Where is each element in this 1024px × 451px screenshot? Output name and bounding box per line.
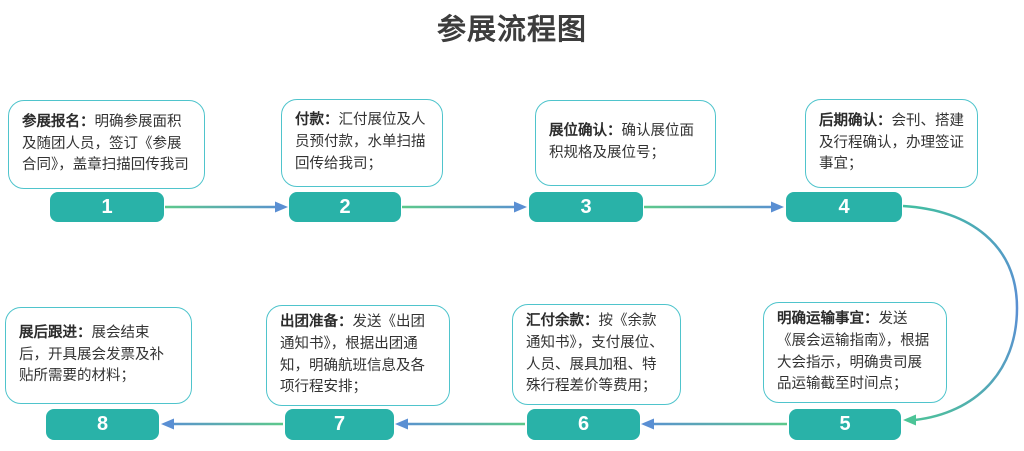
step-number-badge-1: 1 [50,192,164,222]
step-card-6: 汇付余款：按《余款通知书》，支付展位、人员、展具加租、特殊行程差价等费用； [512,304,681,405]
step-number-badge-6: 6 [527,409,640,440]
step-description-2: 汇付展位及人员预付款，水单扫描回传给我司； [295,112,426,172]
step-text-8: 展后跟进：展会结束后，开具展会发票及补贴所需要的材料； [19,323,178,388]
arrow-step5-step6 [641,418,787,430]
step-text-1: 参展报名：明确参展面积及随团人员，签订《参展合同》，盖章扫描回传我司 [22,112,191,177]
step-text-5: 明确运输事宜：发送《展会运输指南》，根据大会指示，明确贵司展品运输截至时间点； [777,309,933,396]
step-label-5: 明确运输事宜： [777,311,879,327]
step-label-6: 汇付余款： [526,313,599,329]
step-number-badge-3: 3 [529,192,643,222]
arrow-step4-step5-curve [902,204,1019,426]
arrow-step7-step8 [161,418,283,430]
step-description-7: 发送《出团通知书》，根据出团通知，明确航班信息及各项行程安排； [280,314,425,396]
step-number-badge-7: 7 [285,409,394,440]
step-text-4: 后期确认：会刊、搭建及行程确认，办理签证事宜； [819,111,964,176]
step-label-8: 展后跟进： [19,324,92,341]
step-description-5: 发送《展会运输指南》，根据大会指示，明确贵司展品运输截至时间点； [777,311,930,393]
step-number-badge-8: 8 [46,409,159,440]
step-card-8: 展后跟进：展会结束后，开具展会发票及补贴所需要的材料； [5,307,192,404]
step-description-1: 明确参展面积及随团人员，签订《参展合同》，盖章扫描回传我司 [22,113,189,174]
step-card-4: 后期确认：会刊、搭建及行程确认，办理签证事宜； [805,99,978,188]
step-label-2: 付款： [295,112,339,129]
step-label-1: 参展报名： [22,113,95,130]
step-number-badge-5: 5 [789,409,901,440]
step-label-7: 出团准备： [280,314,353,330]
step-description-3: 确认展位面积规格及展位号； [549,123,694,161]
arrow-step3-step4 [644,201,784,213]
step-card-3: 展位确认：确认展位面积规格及展位号； [535,100,716,186]
step-card-7: 出团准备：发送《出团通知书》，根据出团通知，明确航班信息及各项行程安排； [266,305,450,406]
step-description-8: 展会结束后，开具展会发票及补贴所需要的材料； [19,324,164,385]
arrow-step6-step7 [395,418,525,430]
step-card-1: 参展报名：明确参展面积及随团人员，签订《参展合同》，盖章扫描回传我司 [8,100,205,189]
arrow-step1-step2 [165,201,288,213]
arrow-step2-step3 [402,201,527,213]
page-title: 参展流程图 [436,14,587,46]
step-text-6: 汇付余款：按《余款通知书》，支付展位、人员、展具加租、特殊行程差价等费用； [526,311,667,398]
step-label-4: 后期确认： [819,112,892,129]
step-text-3: 展位确认：确认展位面积规格及展位号； [549,121,702,165]
step-number-badge-4: 4 [786,192,902,222]
step-text-2: 付款：汇付展位及人员预付款，水单扫描回传给我司； [295,110,429,175]
step-card-2: 付款：汇付展位及人员预付款，水单扫描回传给我司； [281,99,443,187]
step-text-7: 出团准备：发送《出团通知书》，根据出团通知，明确航班信息及各项行程安排； [280,312,436,399]
step-number-badge-2: 2 [289,192,401,222]
step-description-4: 会刊、搭建及行程确认，办理签证事宜； [819,112,964,173]
step-card-5: 明确运输事宜：发送《展会运输指南》，根据大会指示，明确贵司展品运输截至时间点； [763,302,947,403]
step-description-6: 按《余款通知书》，支付展位、人员、展具加租、特殊行程差价等费用； [526,313,664,395]
step-label-3: 展位确认： [549,123,622,140]
